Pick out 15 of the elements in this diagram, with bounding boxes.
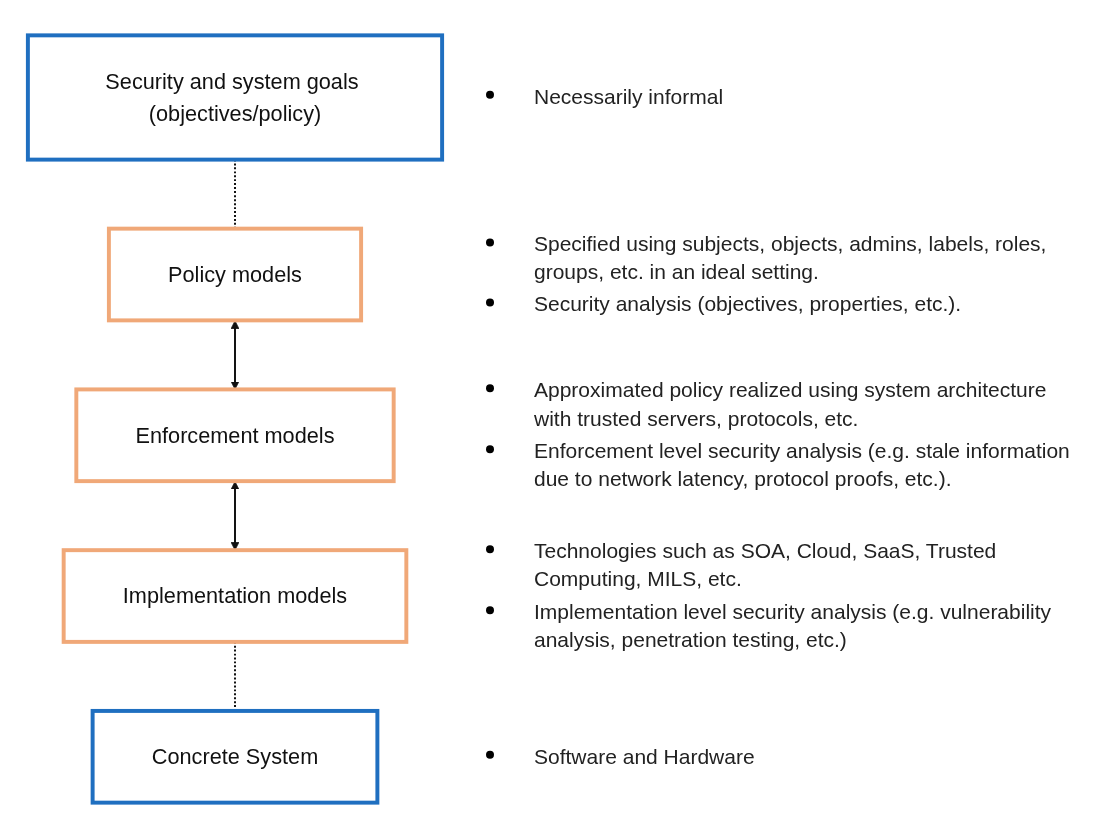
note-text: Necessarily informal [534, 84, 724, 111]
arrow [230, 481, 240, 551]
node-box: Enforcement models [74, 387, 396, 484]
note-text: Security analysis (objectives, properties, etc.). [534, 291, 962, 318]
note-text: Enforcement level security analysis (e.g. stale information due to network latency, protocol proofs, etc.). [534, 438, 1071, 493]
node-box: Policy models [106, 226, 364, 323]
note-text: Specified using subjects, objects, admins, labels, roles, groups, etc. in an ideal setting. [534, 231, 1048, 286]
note-text: Approximated policy realized using system architecture with trusted servers, protocols, etc. [534, 377, 1048, 432]
note-text: Software and Hardware [534, 743, 755, 770]
node-box: Implementation models [61, 548, 409, 644]
note-text: Technologies such as SOA, Cloud, SaaS, Trusted Computing, MILS, etc. [534, 538, 998, 593]
node-box: Security and system goals (objectives/policy) [25, 33, 445, 162]
note-text: Implementation level security analysis (e.g. vulnerability analysis, penetration testing, etc.) [534, 599, 1053, 654]
arrow [230, 320, 240, 390]
node-box: Concrete System [90, 708, 380, 805]
